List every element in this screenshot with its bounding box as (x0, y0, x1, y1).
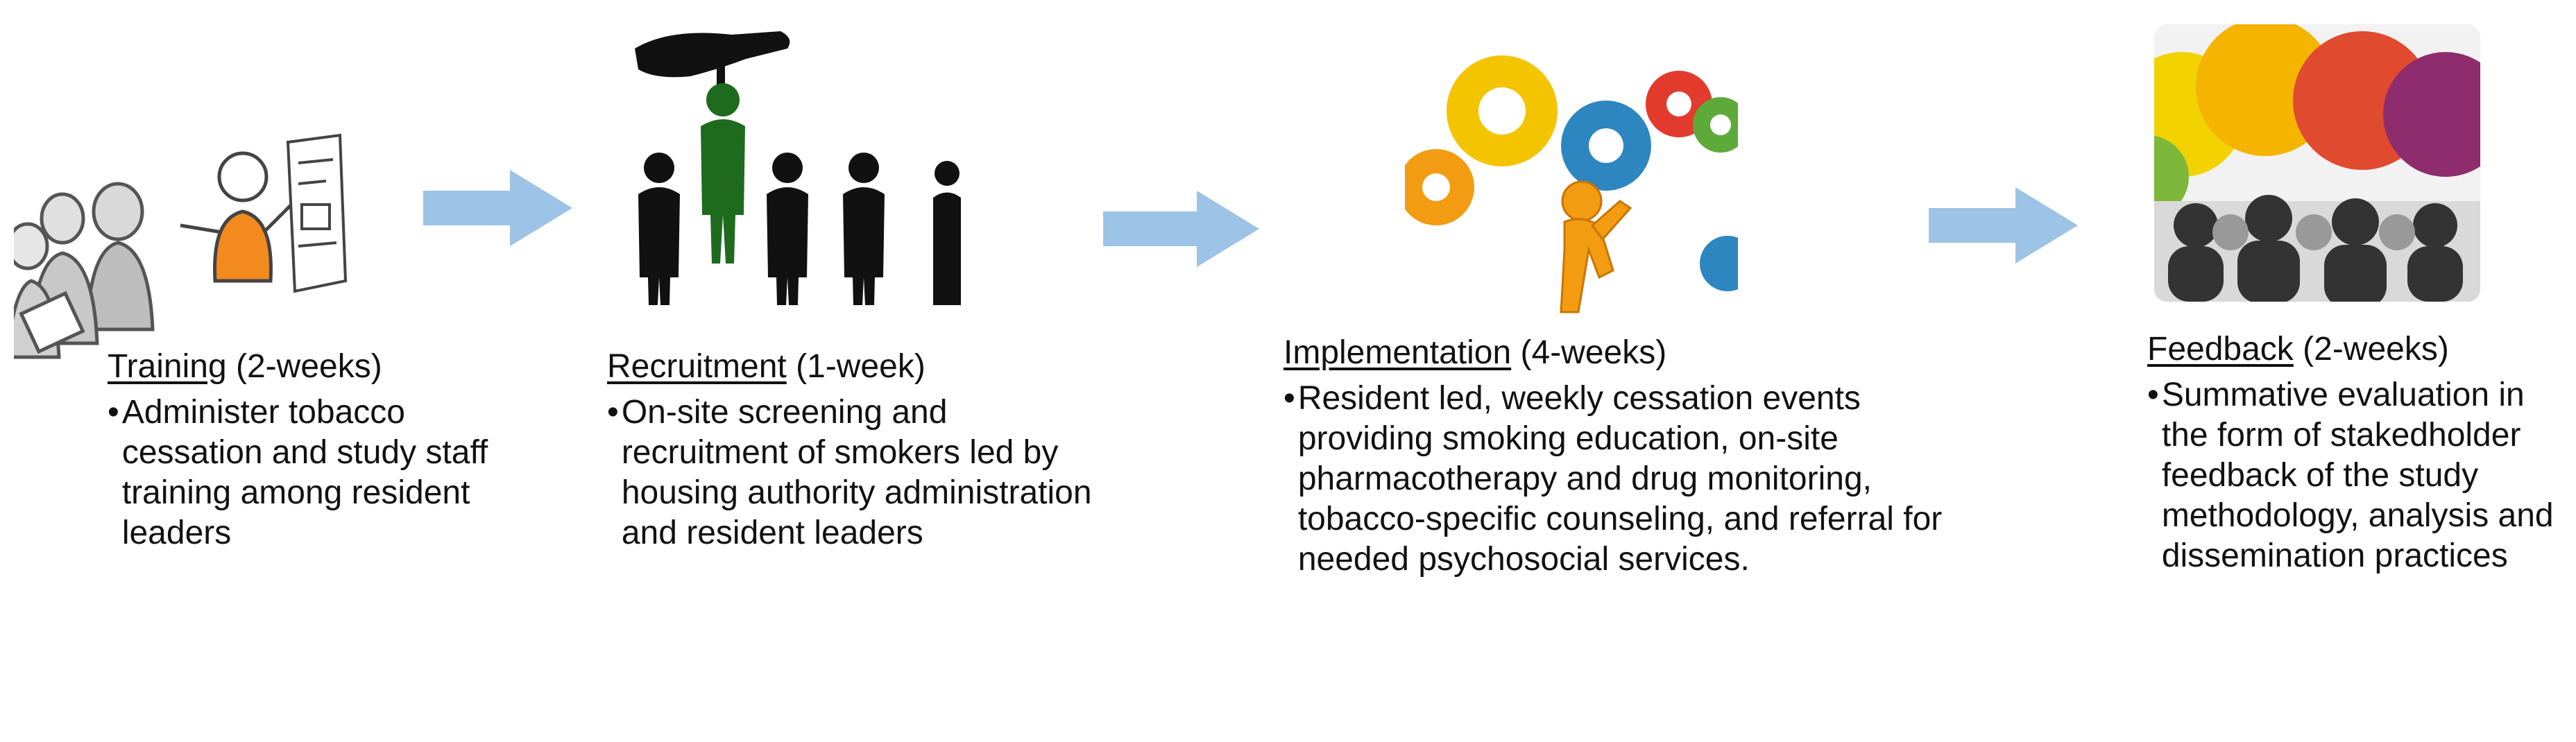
stage-training: Training (2-weeks) • Administer tobacco … (108, 347, 496, 553)
gears-illustration (1405, 55, 1738, 313)
bullet-dot: • (607, 394, 619, 431)
arrow-implementation-to-feedback (1929, 187, 2078, 264)
feedback-illustration (2154, 24, 2480, 302)
bullet-dot: • (1283, 380, 1295, 417)
recruitment-illustration (635, 31, 961, 305)
stage-recruitment: Recruitment (1-week) • On-site screening… (607, 347, 1107, 553)
stage-implementation: Implementation (4-weeks) • Resident led,… (1283, 333, 1977, 580)
bullet-dot: • (108, 394, 119, 431)
stage-title: Recruitment (607, 348, 787, 385)
stage-description: On-site screening and recruitment of smo… (621, 394, 1092, 551)
stage-title: Implementation (1283, 334, 1512, 371)
stage-duration: (2-weeks) (235, 348, 382, 385)
arrow-training-to-recruitment (423, 170, 572, 246)
stage-duration: (4-weeks) (1520, 334, 1667, 371)
stage-duration: (2-weeks) (2303, 331, 2449, 368)
stage-description: Resident led, weekly cessation events pr… (1297, 380, 1943, 578)
hand-icon (635, 31, 790, 78)
stage-title: Feedback (2147, 331, 2294, 368)
stage-title: Training (108, 348, 227, 385)
arrow-recruitment-to-implementation (1103, 191, 1259, 267)
stage-description: Summative evaluation in the form of stak… (2161, 377, 2554, 574)
stage-description: Administer tobacco cessation and study s… (121, 394, 488, 551)
stage-duration: (1-week) (796, 348, 926, 385)
bullet-dot: • (2147, 377, 2159, 413)
training-illustration (14, 133, 347, 359)
stage-feedback: Feedback (2-weeks) • Summative evaluatio… (2147, 329, 2564, 576)
